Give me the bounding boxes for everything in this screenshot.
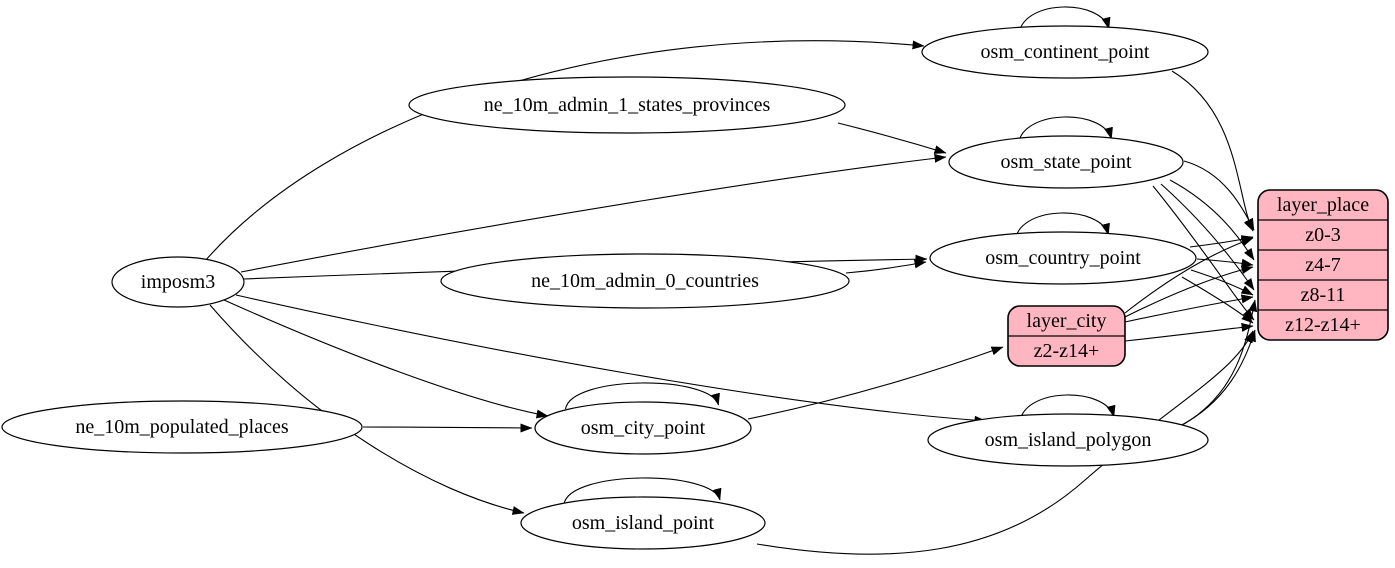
- node-osm_continent_point: osm_continent_point: [921, 25, 1209, 79]
- node-label-osm_country_point: osm_country_point: [985, 247, 1141, 269]
- node-imposm3: imposm3: [111, 256, 245, 308]
- edge-self-loop-osm_city_point: [564, 382, 720, 410]
- edge-osm_island_point-to-layer_place-z12-z14+: [756, 330, 1254, 555]
- record-layer_city: layer_city z2-z14+: [1007, 305, 1126, 367]
- node-label-ne_10m_admin_0_countries: ne_10m_admin_0_countries: [531, 270, 759, 292]
- node-osm_island_polygon: osm_island_polygon: [927, 413, 1209, 467]
- edge-ne_10m_admin_1_states_provinces-to-osm_state_point: [837, 122, 947, 154]
- edge-osm_country_point-to-layer_place-z4-7: [1196, 258, 1254, 268]
- record-row-layer_place-z12-z14+: z12-z14+: [1285, 314, 1361, 336]
- edge-osm_state_point-to-layer_place-z12-z14+: [1152, 185, 1255, 321]
- node-osm_state_point: osm_state_point: [948, 135, 1184, 189]
- record-row-layer_city-z2-z14+: z2-z14+: [1034, 340, 1100, 362]
- node-shape-ne_10m_admin_1_states_provinces: [408, 76, 846, 134]
- record-row-layer_place-z8-11: z8-11: [1301, 284, 1346, 306]
- edge-self-loop-osm_state_point: [1017, 116, 1113, 144]
- node-label-osm_state_point: osm_state_point: [1000, 151, 1132, 173]
- node-label-osm_city_point: osm_city_point: [581, 417, 706, 439]
- edge-self-loop-osm_country_point: [1014, 212, 1110, 240]
- edge-layer_city-to-layer_place-z4-7: [1124, 265, 1254, 318]
- edge-imposm3-to-osm_state_point: [240, 153, 947, 273]
- edge-ne_10m_admin_0_countries-to-osm_country_point: [845, 259, 927, 274]
- edge-ne_10m_populated_places-to-osm_city_point: [362, 423, 533, 433]
- node-osm_city_point: osm_city_point: [534, 401, 752, 455]
- edge-osm_state_point-to-layer_place-z0-3: [1183, 160, 1255, 231]
- record-header-layer_city: layer_city: [1027, 310, 1107, 332]
- record-header-layer_place: layer_place: [1277, 194, 1369, 216]
- record-row-layer_place-z4-7: z4-7: [1305, 254, 1341, 276]
- edge-imposm3-to-osm_island_polygon: [235, 294, 987, 425]
- node-shape-osm_country_point: [929, 231, 1197, 285]
- nodes-layer: imposm3 ne_10m_admin_1_states_provincesne…: [1, 25, 1389, 550]
- edge-layer_city-to-layer_place-z8-11: [1124, 294, 1254, 323]
- node-label-ne_10m_admin_1_states_provinces: ne_10m_admin_1_states_provinces: [484, 94, 771, 116]
- edge-self-loop-osm_island_point: [563, 477, 722, 505]
- node-ne_10m_populated_places: ne_10m_populated_places: [1, 400, 363, 454]
- record-row-layer_place-z0-3: z0-3: [1305, 224, 1341, 246]
- node-osm_country_point: osm_country_point: [929, 231, 1197, 285]
- node-shape-osm_island_polygon: [927, 413, 1209, 467]
- node-shape-imposm3: [111, 256, 245, 308]
- edge-layer_city-to-layer_place-z12-z14+: [1124, 322, 1254, 342]
- node-ne_10m_admin_0_countries: ne_10m_admin_0_countries: [440, 253, 850, 309]
- edge-osm_country_point-to-layer_place-z12-z14+: [1181, 276, 1254, 324]
- edge-self-loop-osm_continent_point: [1018, 6, 1111, 34]
- node-label-osm_continent_point: osm_continent_point: [981, 41, 1150, 63]
- node-shape-ne_10m_populated_places: [1, 400, 363, 454]
- node-shape-osm_island_point: [520, 496, 766, 550]
- node-osm_island_point: osm_island_point: [520, 496, 766, 550]
- edge-osm_continent_point-to-layer_place-z0-3: [1171, 70, 1254, 232]
- edge-imposm3-to-osm_city_point: [223, 299, 549, 419]
- edge-osm_island_polygon-to-layer_place-z12-z14+: [1177, 329, 1256, 428]
- node-label-ne_10m_populated_places: ne_10m_populated_places: [75, 416, 288, 438]
- record-layer_place: layer_place z0-3 z4-7 z8-11 z12-z14+: [1257, 189, 1389, 341]
- node-label-osm_island_polygon: osm_island_polygon: [985, 429, 1152, 451]
- node-label-osm_island_point: osm_island_point: [572, 512, 715, 534]
- edge-layer_city-to-layer_place-z0-3: [1124, 237, 1254, 314]
- node-shape-osm_city_point: [534, 401, 752, 455]
- edge-self-loop-osm_island_polygon: [1019, 394, 1116, 422]
- record-shape-layer_place: [1257, 189, 1389, 341]
- edge-osm_island_polygon-to-layer_place-z8-11: [1183, 299, 1258, 425]
- edge-osm_country_point-to-layer_place-z8-11: [1190, 269, 1254, 296]
- node-label-imposm3: imposm3: [141, 271, 215, 293]
- node-shape-osm_continent_point: [921, 25, 1209, 79]
- edge-osm_country_point-to-layer_place-z0-3: [1189, 235, 1254, 248]
- node-ne_10m_admin_1_states_provinces: ne_10m_admin_1_states_provinces: [408, 76, 846, 134]
- edge-imposm3-to-osm_island_point: [209, 304, 525, 515]
- edge-osm_state_point-to-layer_place-z4-7: [1169, 179, 1255, 261]
- node-shape-osm_state_point: [948, 135, 1184, 189]
- edge-imposm3-to-osm_continent_point: [204, 40, 925, 262]
- edges-layer: [204, 6, 1258, 555]
- edge-osm_state_point-to-layer_place-z8-11: [1160, 183, 1255, 291]
- node-shape-ne_10m_admin_0_countries: [440, 253, 850, 309]
- edge-osm_city_point-to-layer_city-z2-z14+: [747, 346, 1004, 420]
